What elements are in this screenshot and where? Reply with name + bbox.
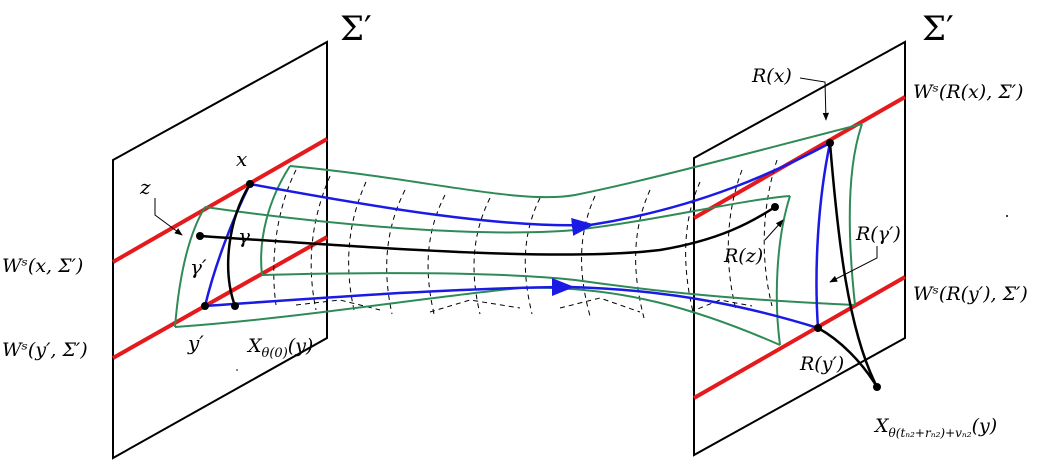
final-curve [828,142,879,388]
point-x [246,180,254,188]
r-x-label: R(x) [751,65,792,87]
orbit-x-arrowhead [571,218,595,236]
ws-y-label: Wˢ(y′, Σ′) [2,339,88,361]
stray-dot [1006,215,1008,217]
r-gamma-prime-label: R(γ′) [855,223,901,245]
ws-x-label: Wˢ(x, Σ′) [2,255,83,277]
ws-rx-label: Wˢ(R(x), Σ′) [913,81,1023,103]
points [196,139,881,391]
ws-x-line [112,137,328,264]
pointer-arrows [154,77,878,283]
x-theta0-label: Xθ(0)(y) [246,335,313,361]
point-final [873,383,881,391]
point-y [201,302,209,310]
ws-y-line [112,235,328,360]
stray-dot-small [236,369,238,371]
y-prime-label: y′ [187,331,204,355]
flow-tube [174,123,863,346]
orbits [203,141,832,330]
r-z-label: R(z) [723,245,763,267]
point-ry [814,324,822,332]
x-label: x [236,147,247,171]
z-label: z [139,175,151,199]
x-theta-final-label: Xθ(tₙ₂+rₙ₂)+vₙ₂(y) [873,415,997,440]
ws-ry-label: Wˢ(R(y′), Σ′) [913,283,1028,305]
point-rx [826,139,834,147]
gamma-label: γ [238,224,250,248]
point-rz [771,203,779,211]
gamma-prime-label: γ′ [190,255,207,279]
sigma-right-label: Σ′ [922,9,954,49]
black-curves [199,142,879,388]
r-gamma-prime-curve [815,142,832,329]
gamma-curve [226,183,252,307]
orbit-y [204,285,819,330]
orbit-z [199,205,776,256]
left-section-plane [112,40,328,460]
right-section-plane [693,40,906,457]
point-z [196,232,204,240]
point-x-theta0 [231,302,239,310]
r-y-prime-label: R(y′) [799,353,844,375]
final-curve-lower [817,326,879,388]
ws-ry-line [693,275,906,400]
sigma-left-label: Σ′ [340,9,372,49]
